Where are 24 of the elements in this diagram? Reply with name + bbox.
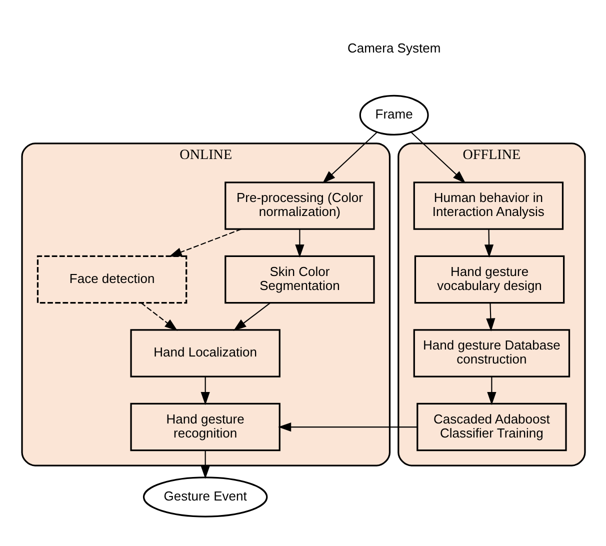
node-box: Cascaded Adaboost Classifier Training	[416, 402, 566, 452]
arrow	[200, 450, 210, 479]
node-box: Face detection	[36, 255, 187, 304]
node-box: Hand gesture recognition	[130, 402, 280, 452]
arrow	[200, 376, 210, 406]
node-box: Hand Localization	[130, 329, 280, 378]
arrow	[484, 229, 494, 258]
node-box: Skin Color Segmentation	[224, 255, 374, 304]
node-ellipse: Frame	[358, 94, 428, 136]
node-box: Hand gesture Database construction	[412, 329, 570, 378]
arrow	[486, 302, 495, 332]
node-box: Hand gesture vocabulary design	[414, 255, 564, 304]
arrow	[322, 132, 377, 184]
arrow	[294, 229, 304, 258]
node-ellipse: Gesture Event	[142, 476, 268, 518]
arrow	[140, 302, 178, 331]
arrow	[168, 228, 242, 257]
arrow	[486, 376, 496, 406]
node-box: Pre-processing (Color normalization)	[224, 182, 374, 230]
node-box: Human behavior in Interaction Analysis	[412, 182, 564, 230]
node-label: Camera System	[346, 40, 440, 56]
arrow	[232, 302, 270, 331]
arrow	[410, 132, 466, 184]
arrow	[278, 422, 417, 432]
